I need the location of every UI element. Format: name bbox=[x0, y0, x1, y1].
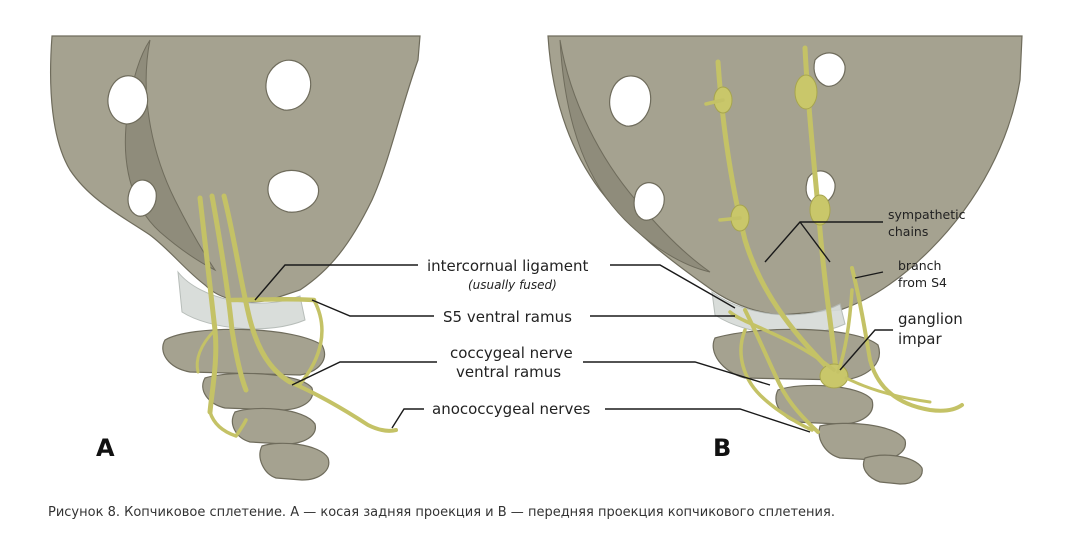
panel-a-root-3 bbox=[221, 193, 293, 385]
panel-b-ramus-l1 bbox=[704, 98, 725, 106]
panel-a-coccyx-2 bbox=[202, 372, 314, 411]
panel-b-nerves bbox=[704, 45, 964, 434]
leader-coccygeal-a bbox=[291, 361, 437, 386]
panel-a-coccyx-3 bbox=[231, 407, 316, 445]
leader-anococcygeal-b bbox=[605, 408, 811, 433]
panel-a-foramen-2 bbox=[265, 59, 312, 111]
leader-s5-a bbox=[311, 299, 434, 317]
leader-sympathetic-2 bbox=[799, 221, 831, 263]
panel-b-coccyx-4 bbox=[862, 454, 923, 485]
panel-b-sacrum bbox=[547, 35, 1023, 316]
label-anococcygeal-nerves: anococcygeal nerves bbox=[432, 400, 591, 418]
panel-b-sacrum-shade bbox=[559, 39, 711, 273]
leader-lines bbox=[254, 221, 893, 433]
leader-ganglion-impar bbox=[839, 329, 893, 371]
panel-letter-a: A bbox=[96, 434, 115, 462]
label-intercornual-ligament: intercornual ligament bbox=[427, 257, 588, 275]
panel-b-branch-from-s4 bbox=[850, 266, 964, 413]
panel-b-foramen-3 bbox=[813, 52, 846, 87]
panel-letter-b: B bbox=[713, 434, 731, 462]
panel-b-foramen-2 bbox=[633, 182, 665, 221]
panel-a-anococcygeal-2 bbox=[208, 410, 248, 438]
label-sympathetic-line1: sympathetic bbox=[888, 207, 966, 222]
panel-b-coccyx-3 bbox=[818, 422, 906, 461]
panel-a-illustration bbox=[49, 35, 421, 481]
figure-caption: Рисунок 8. Копчиковое сплетение. А — кос… bbox=[48, 505, 835, 520]
panel-b-ganglion-r1 bbox=[794, 74, 818, 110]
panel-a-foramen-4 bbox=[267, 169, 320, 213]
label-s5-ventral-ramus: S5 ventral ramus bbox=[443, 308, 572, 326]
label-branch-line2: from S4 bbox=[898, 275, 947, 290]
panel-b-left-loop bbox=[739, 328, 814, 432]
panel-a-nerves bbox=[195, 193, 398, 438]
labels: intercornual ligament (usually fused) S5… bbox=[96, 207, 966, 462]
panel-b-coccygeal-branch bbox=[743, 308, 820, 434]
leader-intercornual-b bbox=[610, 264, 736, 309]
label-ganglion-line1: ganglion bbox=[898, 310, 963, 328]
label-usually-fused: (usually fused) bbox=[468, 278, 557, 292]
panel-a-sacrum bbox=[49, 35, 421, 303]
leader-branch-s4 bbox=[854, 271, 884, 279]
label-coccygeal-nerve-line2: ventral ramus bbox=[456, 363, 561, 381]
panel-b-illustration bbox=[547, 35, 1023, 485]
panel-a-branch-left bbox=[195, 328, 217, 374]
panel-b-s5-branch bbox=[728, 310, 836, 372]
panel-a-foramen-3 bbox=[127, 179, 157, 217]
leader-coccygeal-b bbox=[583, 361, 771, 386]
leader-anococcygeal-a bbox=[391, 408, 424, 429]
panel-a-s5-ventral-ramus bbox=[229, 296, 317, 303]
panel-b-ramus-l2 bbox=[718, 216, 742, 222]
panel-b-ganglion-r2 bbox=[809, 194, 831, 226]
panel-b-foramen-1 bbox=[609, 75, 652, 127]
panel-b-sympathetic-chain-left bbox=[715, 59, 833, 373]
panel-b-impar-right-branch bbox=[844, 376, 932, 404]
panel-a-coccyx-1 bbox=[162, 328, 326, 376]
leader-intercornual-a bbox=[254, 264, 418, 301]
panel-a-foramen-1 bbox=[107, 75, 149, 125]
panel-a-root-2 bbox=[209, 193, 249, 393]
label-ganglion-line2: impar bbox=[898, 330, 942, 348]
panel-a-coccyx-4 bbox=[259, 442, 330, 481]
label-sympathetic-line2: chains bbox=[888, 224, 928, 239]
panel-b-ganglion-impar bbox=[819, 363, 849, 389]
label-coccygeal-nerve-line1: coccygeal nerve bbox=[450, 344, 573, 362]
panel-b-s4-link bbox=[836, 288, 854, 374]
panel-a-anococcygeal-1 bbox=[288, 380, 398, 433]
panel-a-loop bbox=[298, 298, 324, 386]
label-branch-line1: branch bbox=[898, 258, 941, 273]
